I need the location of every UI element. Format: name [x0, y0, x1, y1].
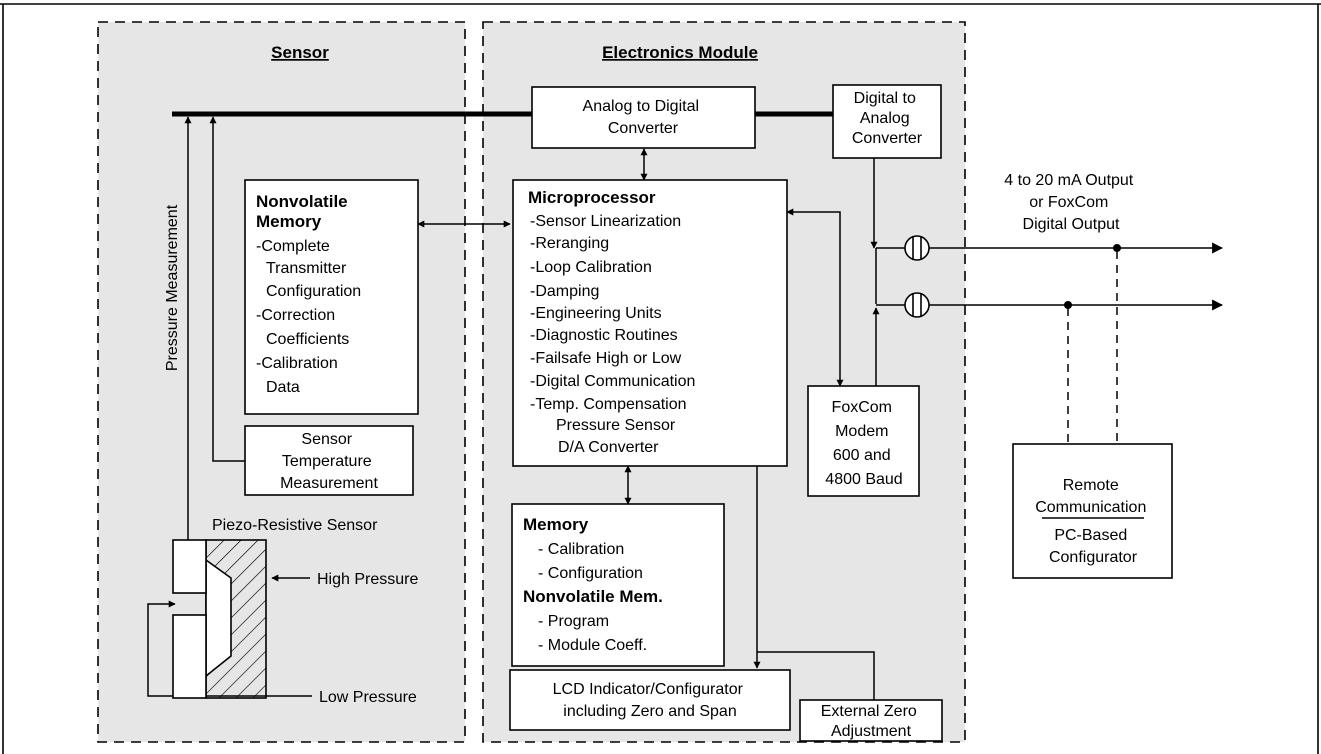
memory-title: Memory — [523, 515, 589, 534]
sensor-port-lower — [172, 614, 207, 699]
dac-label-line-3: Converter — [852, 130, 923, 147]
sensor-region-title: Sensor — [271, 43, 329, 62]
foxcom-label: FoxCom Modem 600 and 4800 Baud — [825, 399, 902, 488]
dac-label: Digital to Analog Converter — [852, 90, 923, 147]
memory-item-1: - Calibration — [538, 541, 624, 558]
ext-zero-line-1: External Zero — [821, 703, 917, 720]
output-line-1: 4 to 20 mA Output — [1004, 172, 1134, 189]
sensor-port-upper — [172, 539, 207, 594]
lcd-line-2: including Zero and Span — [563, 703, 736, 720]
micro-subitem-1: Pressure Sensor — [556, 417, 676, 434]
ext-zero-block — [799, 699, 943, 742]
dac-block — [832, 84, 942, 159]
low-pressure-label: Low Pressure — [319, 689, 417, 706]
adc-block — [531, 86, 756, 149]
electronics-region-title: Electronics Module — [602, 43, 758, 62]
high-pressure-label: High Pressure — [317, 571, 418, 588]
foxcom-line-4: 4800 Baud — [825, 471, 902, 488]
nvm-block — [244, 179, 419, 415]
temperature-line-3: Measurement — [280, 475, 378, 492]
dac-label-line-1: Digital to — [854, 90, 916, 107]
remote-sub-line-1: PC-Based — [1054, 527, 1127, 544]
piezo-sensor-label: Piezo-Resistive Sensor — [212, 517, 378, 534]
junction-dot-upper — [1113, 244, 1121, 252]
ext-zero-link — [757, 651, 875, 702]
adc-label-line-2: Converter — [608, 120, 679, 137]
remote-sub-line-2: Configurator — [1049, 549, 1138, 566]
micro-item-4: -Damping — [530, 283, 599, 300]
nvm-item-6: -Calibration — [256, 355, 338, 372]
micro-item-8: -Digital Communication — [530, 373, 695, 390]
remote-title-line-1: Remote — [1063, 477, 1119, 494]
lcd-block — [509, 669, 791, 731]
temperature-line-1: Sensor — [301, 431, 352, 448]
dac-label-line-2: Analog — [860, 110, 910, 127]
adc-label: Analog to Digital Converter — [583, 98, 704, 137]
remote-label: Remote Communication PC-Based Configurat… — [1035, 477, 1151, 566]
micro-item-5: -Engineering Units — [530, 305, 662, 322]
nvm-item-5: Coefficients — [266, 331, 349, 348]
micro-title: Microprocessor — [528, 188, 656, 207]
lcd-label: LCD Indicator/Configurator including Zer… — [553, 681, 748, 720]
memory-label: Memory - Calibration - Configuration Non… — [523, 515, 667, 654]
temperature-label: Sensor Temperature Measurement — [280, 431, 378, 492]
microprocessor-block — [512, 179, 788, 467]
nvm-item-1: -Complete — [256, 238, 330, 255]
output-label: 4 to 20 mA Output or FoxCom Digital Outp… — [1004, 172, 1137, 233]
memory-block — [511, 503, 725, 667]
nvm-item-4: -Correction — [256, 307, 335, 324]
output-line-3: Digital Output — [1023, 216, 1120, 233]
micro-item-1: -Sensor Linearization — [530, 213, 681, 230]
lcd-line-1: LCD Indicator/Configurator — [553, 681, 744, 698]
foxcom-line-1: FoxCom — [832, 399, 892, 416]
remote-block — [1012, 443, 1173, 579]
sensor-diaphragm-cavity — [205, 558, 232, 678]
remote-title-line-2: Communication — [1035, 499, 1146, 516]
foxcom-block — [807, 385, 920, 497]
micro-item-9: -Temp. Compensation — [530, 396, 687, 413]
piezo-sensor-symbol — [172, 539, 267, 699]
nvm-title-line-2: Memory — [256, 212, 322, 231]
nvm-label: Nonvolatile Memory -Complete Transmitter… — [256, 192, 366, 396]
memory-item-3: - Program — [538, 613, 609, 630]
ext-zero-label: External Zero Adjustment — [821, 703, 922, 740]
foxcom-line-3: 600 and — [833, 447, 891, 464]
adc-label-line-1: Analog to Digital — [583, 98, 700, 115]
micro-subitem-2: D/A Converter — [558, 439, 659, 456]
memory-item-4: - Module Coeff. — [538, 637, 647, 654]
output-isolator-lower — [904, 292, 930, 318]
micro-item-6: -Diagnostic Routines — [530, 327, 678, 344]
micro-item-2: -Reranging — [530, 235, 609, 252]
temperature-block — [244, 425, 414, 496]
nvm-item-2: Transmitter — [266, 260, 347, 277]
connection-wires — [147, 116, 1224, 702]
microprocessor-label: Microprocessor -Sensor Linearization -Re… — [528, 188, 700, 456]
memory-title-2: Nonvolatile Mem. — [523, 587, 663, 606]
temperature-line-2: Temperature — [282, 453, 372, 470]
nvm-item-3: Configuration — [266, 283, 361, 300]
temperature-feed-line — [209, 116, 245, 462]
micro-foxcom-link — [786, 208, 844, 387]
nvm-title-line-1: Nonvolatile — [256, 192, 348, 211]
output-isolator-upper — [904, 235, 930, 261]
junction-dot-lower — [1064, 301, 1072, 309]
nvm-item-7: Data — [266, 379, 300, 396]
micro-item-7: -Failsafe High or Low — [530, 350, 682, 367]
foxcom-line-2: Modem — [835, 423, 888, 440]
memory-item-2: - Configuration — [538, 565, 643, 582]
ext-zero-line-2: Adjustment — [831, 723, 912, 740]
micro-item-3: -Loop Calibration — [530, 259, 652, 276]
pressure-measurement-label: Pressure Measurement — [164, 204, 181, 371]
output-line-2: or FoxCom — [1029, 194, 1108, 211]
